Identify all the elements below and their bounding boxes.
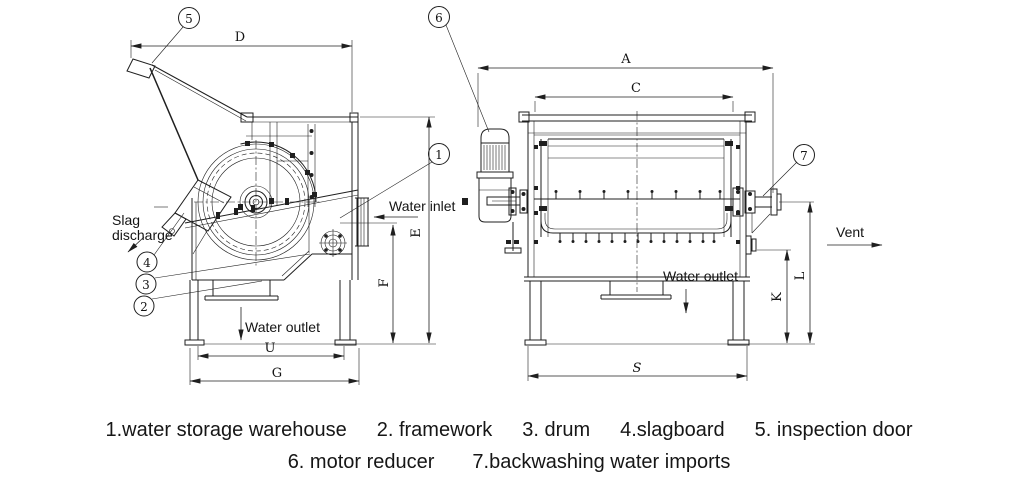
dim-label-a: A <box>620 52 631 67</box>
slag-discharge-arrow <box>127 236 145 253</box>
slag-discharge-label: Slag discharge <box>112 212 173 253</box>
left-view: D 5 Slag discharge 4 <box>112 7 456 385</box>
legend-item-2: 2. framework <box>376 419 493 441</box>
slag-discharge-line1: Slag <box>112 212 140 228</box>
motor-reducer <box>462 128 528 254</box>
legend-row-1: 1.water storage warehouse 2. framework 3… <box>0 419 1018 442</box>
callout-2: 2 <box>133 280 263 317</box>
water-outlet-left-text: Water outlet <box>245 319 320 335</box>
right-view-base <box>524 281 815 346</box>
backwash-flange-side <box>319 229 347 257</box>
dimension-u: U <box>197 341 345 360</box>
dimension-k: K <box>757 249 791 344</box>
water-outlet-left-label: Water outlet <box>238 307 320 341</box>
spray-nozzles-upper <box>554 190 722 199</box>
legend-item-5: 5. inspection door <box>754 419 913 441</box>
callout-4-number: 4 <box>143 256 151 270</box>
dimension-l: L <box>779 201 814 344</box>
callout-4: 4 <box>136 212 185 273</box>
dim-label-s: S <box>633 361 642 376</box>
callout-1-number: 1 <box>435 148 443 162</box>
legend-item-6: 6. motor reducer <box>287 451 435 473</box>
dim-label-e: E <box>409 228 424 238</box>
vent-label: Vent <box>827 224 883 248</box>
water-outlet-right-text: Water outlet <box>663 268 738 284</box>
dim-label-k: K <box>770 292 785 302</box>
dim-label-l: L <box>793 271 808 280</box>
inspection-door-hood <box>126 58 248 237</box>
water-inlet-label: Water inlet <box>373 198 456 220</box>
legend-item-7: 7.backwashing water imports <box>472 451 731 473</box>
backwashing-water-import-fitting <box>732 187 782 255</box>
legend-item-3: 3. drum <box>522 419 591 441</box>
callout-6: 6 <box>428 6 490 133</box>
left-view-base <box>184 280 436 346</box>
dimension-g: G <box>189 348 360 385</box>
legend-item-1: 1.water storage warehouse <box>105 419 347 441</box>
dimension-f: F <box>340 222 397 344</box>
callout-2-number: 2 <box>140 300 148 314</box>
dimension-s: S <box>527 346 748 381</box>
dimension-e: E <box>360 116 435 344</box>
dim-label-f: F <box>377 278 392 287</box>
callout-3-number: 3 <box>142 278 150 292</box>
callout-7-number: 7 <box>800 149 808 163</box>
drum-front-view <box>534 134 740 243</box>
dim-label-d: D <box>235 30 245 45</box>
callout-5: 5 <box>151 7 200 64</box>
drum-side-view <box>194 122 322 268</box>
callout-6-number: 6 <box>435 11 443 25</box>
legend-row-2: 6. motor reducer 7.backwashing water imp… <box>0 451 1018 474</box>
callout-5-number: 5 <box>185 12 193 26</box>
dim-label-c: C <box>631 81 641 96</box>
slagboard <box>184 189 359 229</box>
callout-7: 7 <box>762 144 815 197</box>
water-outlet-right-label: Water outlet <box>663 268 738 314</box>
dimension-a: A <box>477 52 774 193</box>
dim-label-g: G <box>272 366 282 381</box>
tank-front <box>518 111 756 292</box>
dim-label-u: U <box>265 341 276 356</box>
water-inlet-flange <box>355 197 369 247</box>
slag-discharge-line2: discharge <box>112 227 173 243</box>
callout-3: 3 <box>135 253 311 295</box>
vent-text: Vent <box>836 224 864 240</box>
right-view: A C 6 <box>428 6 883 381</box>
dimension-d: D <box>130 30 353 112</box>
spray-nozzles-lower <box>558 233 716 243</box>
water-inlet-text: Water inlet <box>389 198 456 214</box>
legend-item-4: 4.slagboard <box>620 419 725 441</box>
dimension-c: C <box>534 81 734 112</box>
